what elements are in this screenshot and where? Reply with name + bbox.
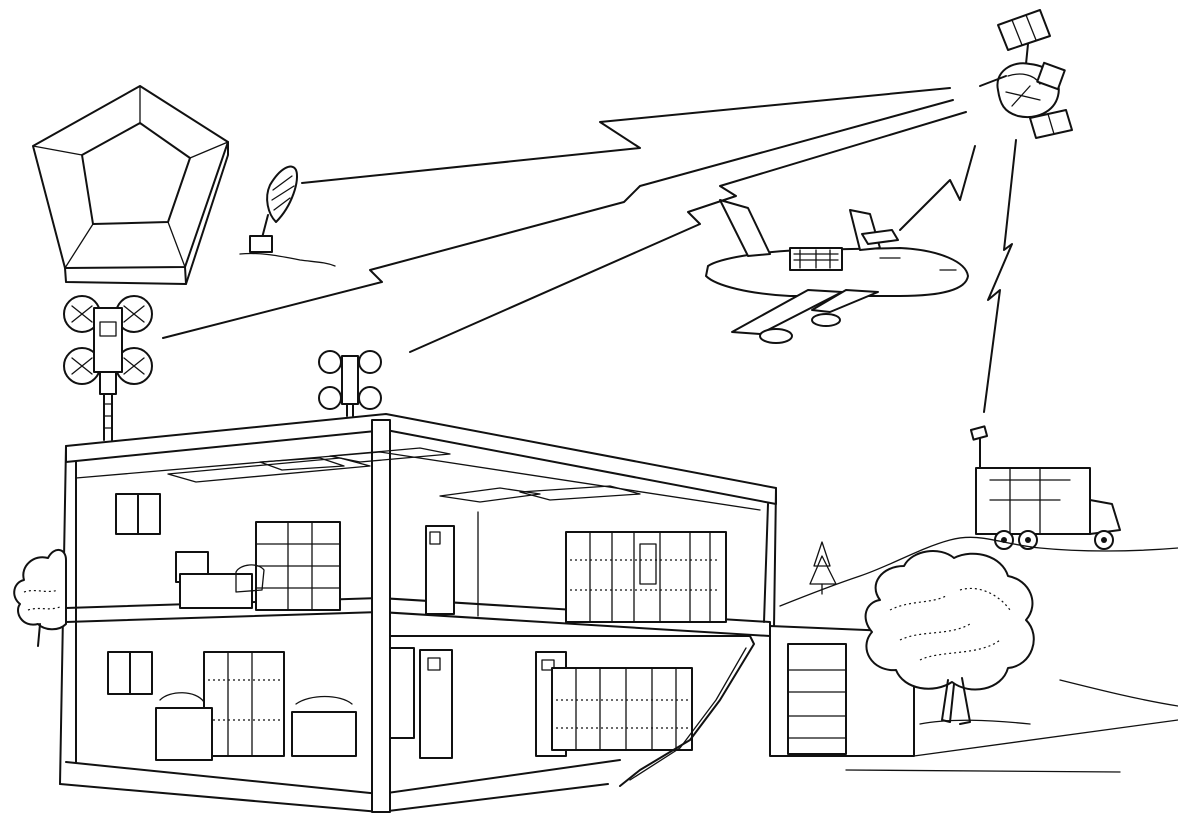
airplane-icon [706,200,968,343]
antenna-array-icon [64,296,152,440]
pentagon-icon [33,86,228,284]
truck-icon [971,426,1120,549]
antenna-array-icon [319,351,381,416]
satellite-icon [980,10,1072,138]
